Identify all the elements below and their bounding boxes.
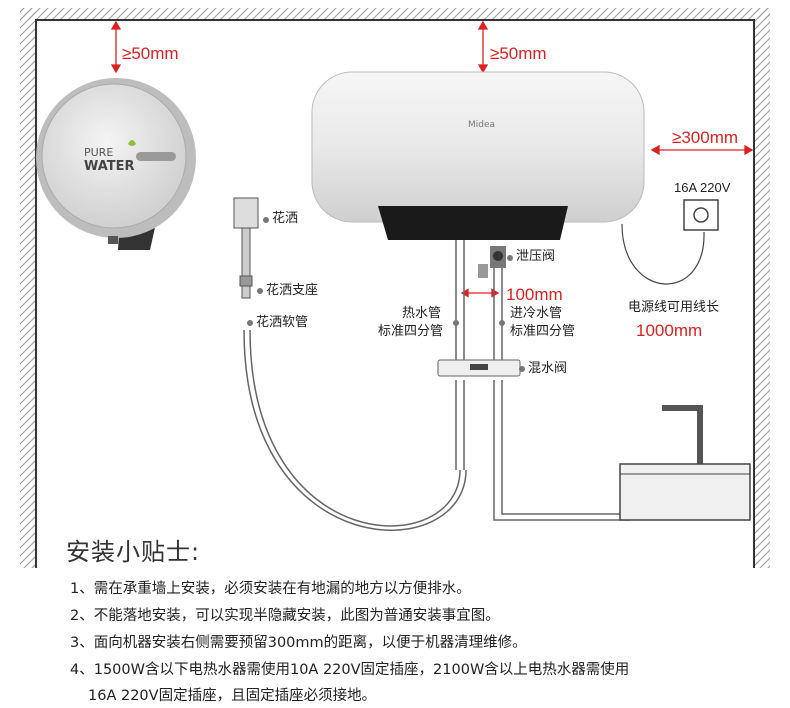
wall-structure xyxy=(20,8,770,568)
tip-item: 3、面向机器安装右侧需要预留300mm的距离，以便于机器清理维修。 xyxy=(70,635,527,651)
tip-item: 16A 220V固定插座，且固定插座必须接地。 xyxy=(88,688,377,704)
dim-valve-gap: 100mm xyxy=(506,285,563,304)
power-cord xyxy=(621,223,705,285)
label-shower-hose: 花洒软管 xyxy=(256,315,309,330)
shower-head xyxy=(233,197,259,299)
label-cord: 电源线可用线长 xyxy=(628,300,720,315)
water-heater xyxy=(311,71,645,240)
mixing-valve xyxy=(437,359,521,377)
relief-valve xyxy=(478,246,506,278)
label-markers xyxy=(247,217,525,372)
label-relief-valve: 泄压阀 xyxy=(516,249,556,264)
tips-title: 安装小贴士: xyxy=(66,538,201,566)
tip-item: 4、1500W含以下电热水器需使用10A 220V固定插座，2100W含以上电热… xyxy=(70,662,630,678)
dim-top-mid: ≥50mm xyxy=(490,44,547,63)
tip-item: 2、不能落地安装，可以实现半隐藏安装，此图为普通安装事宜图。 xyxy=(70,608,500,624)
purifier-text-top: PURE xyxy=(84,146,114,159)
label-shower: 花洒 xyxy=(272,211,299,226)
label-shower-holder: 花洒支座 xyxy=(266,283,319,298)
label-hot-pipe-2: 标准四分管 xyxy=(378,324,444,339)
label-hot-pipe-1: 热水管 xyxy=(402,306,442,321)
water-purifier xyxy=(36,78,196,250)
label-cold-pipe-2: 标准四分管 xyxy=(510,324,576,339)
sink xyxy=(619,405,751,521)
socket-rating: 16A 220V xyxy=(674,180,731,195)
tip-item: 1、需在承重墙上安装，必须安装在有地漏的地方以方便排水。 xyxy=(70,581,471,597)
dim-top-left: ≥50mm xyxy=(122,44,179,63)
dim-right: ≥300mm xyxy=(672,128,739,147)
label-cold-pipe-1: 进冷水管 xyxy=(510,306,563,321)
heater-brand: Midea xyxy=(468,120,496,130)
pipes xyxy=(243,240,630,531)
power-socket xyxy=(683,199,719,231)
label-mix-valve: 混水阀 xyxy=(528,361,568,376)
dim-cord: 1000mm xyxy=(636,321,703,340)
purifier-text-bottom: WATER xyxy=(84,159,135,174)
